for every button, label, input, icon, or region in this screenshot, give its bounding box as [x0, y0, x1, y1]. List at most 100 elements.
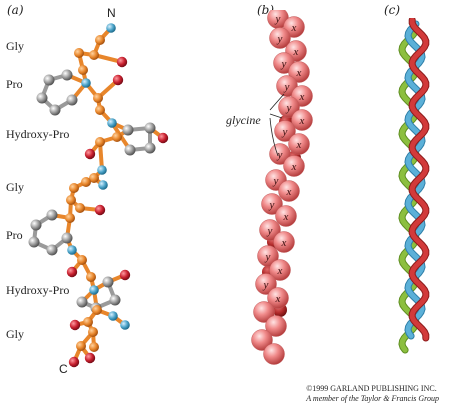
residue-label-7: Gly	[6, 327, 24, 341]
residue-sphere-17	[275, 205, 297, 227]
atom-R-35	[28, 236, 40, 248]
atom-N-38	[67, 245, 77, 255]
atom-R-36	[46, 244, 58, 256]
sphere-letter-10: y	[282, 126, 288, 138]
sphere-letter-15: x	[286, 186, 292, 198]
sphere-letter-3: x	[293, 46, 299, 58]
residue-sphere-20	[257, 245, 279, 267]
sphere-letter-11: x	[296, 139, 302, 151]
sphere-letter-9: x	[299, 115, 305, 127]
atom-O-18	[157, 132, 169, 144]
residue-sphere-18	[259, 219, 281, 241]
atom-C-14	[95, 105, 105, 115]
residue-sphere-2	[269, 27, 291, 49]
atom-O-50	[69, 319, 81, 331]
sphere-letter-19: x	[281, 237, 287, 249]
residue-sphere-5	[288, 61, 310, 83]
sphere-letter-20: y	[265, 251, 271, 263]
atom-R-16	[122, 124, 134, 136]
atom-C-5	[78, 65, 88, 75]
atom-R-43	[102, 276, 114, 288]
atom-C-48	[92, 305, 102, 315]
residue-sphere-10	[274, 120, 296, 142]
copyright-notice: ©1999 GARLAND PUBLISHING INC. A member o…	[306, 384, 439, 404]
residue-sphere-26	[251, 329, 273, 351]
sphere-letter-12: y	[277, 149, 283, 161]
red-strand	[409, 18, 429, 341]
atom-O-55	[84, 352, 96, 364]
residue-sphere-9	[291, 109, 313, 131]
atom-C-22	[95, 137, 105, 147]
atom-C-2	[89, 50, 99, 60]
sphere-letter-7: x	[299, 91, 305, 103]
residue-label-4: Gly	[6, 180, 24, 194]
atom-O-23	[84, 148, 96, 160]
sphere-letter-14: y	[273, 175, 279, 187]
residue-sphere-15	[278, 180, 300, 202]
sphere-letter-1: x	[291, 22, 297, 34]
leader-line-2	[269, 113, 283, 119]
residue-label-1: Gly	[6, 39, 24, 53]
atom-R-17	[144, 122, 156, 134]
atom-C-21	[112, 132, 122, 142]
sphere-letter-21: x	[277, 265, 283, 277]
atom-C-4	[74, 48, 84, 58]
residue-sphere-21	[269, 259, 291, 281]
atom-R-37	[61, 232, 73, 244]
sphere-letter-13: x	[291, 161, 297, 173]
residue-label-3: Hydroxy-Pro	[6, 127, 70, 141]
atom-R-45	[109, 294, 121, 306]
atom-R-8	[43, 74, 55, 86]
residue-label-6: Hydroxy-Pro	[6, 283, 70, 297]
atom-C-27	[69, 183, 79, 193]
residue-sphere-23	[267, 287, 289, 309]
sphere-letter-6: y	[284, 81, 290, 93]
atom-C-30	[75, 203, 85, 213]
sphere-letter-2: y	[277, 33, 283, 45]
residue-label-5: Pro	[6, 228, 23, 242]
atom-R-20	[124, 144, 136, 156]
atom-C-32	[65, 213, 75, 223]
atom-R-33	[46, 209, 58, 221]
glycine-annotation: glycine	[226, 113, 261, 127]
residue-sphere-12	[269, 143, 291, 165]
atom-C-53	[88, 327, 98, 337]
atom-R-47	[76, 296, 88, 308]
atom-O-13	[112, 74, 124, 86]
ball-and-stick-model	[28, 23, 169, 368]
atom-N-52	[120, 320, 130, 330]
atom-R-9	[36, 92, 48, 104]
atom-C-1	[95, 35, 105, 45]
atom-R-11	[66, 94, 78, 106]
sphere-letter-4: y	[281, 58, 287, 70]
triple-helix-model	[398, 18, 430, 354]
atom-C-54	[76, 341, 86, 351]
residue-label-2: Pro	[6, 77, 23, 91]
panel-label-c: (c)	[384, 3, 401, 17]
sphere-letter-8: y	[286, 102, 292, 114]
sphere-letter-0: y	[275, 13, 281, 25]
atom-O-40	[66, 266, 78, 278]
sphere-letter-22: y	[263, 279, 269, 291]
sphere-letter-17: x	[283, 211, 289, 223]
sphere-letter-5: x	[296, 67, 302, 79]
atom-C-12	[93, 93, 103, 103]
residue-sphere-8	[278, 96, 300, 118]
atom-C-39	[77, 255, 87, 265]
residue-sphere-25	[265, 315, 287, 337]
atom-N-28	[98, 180, 108, 190]
atom-R-34	[30, 219, 42, 231]
residue-sphere-27	[263, 343, 285, 365]
atom-N-6	[81, 78, 91, 88]
sphere-letter-23: x	[275, 293, 281, 305]
atom-N-15	[107, 118, 117, 128]
residue-sphere-16	[261, 193, 283, 215]
residue-sphere-13	[283, 155, 305, 177]
atom-R-7	[61, 69, 73, 81]
atom-C-49	[83, 317, 93, 327]
leader-line-1	[269, 93, 285, 111]
atom-C-26	[81, 177, 91, 187]
atom-C-29	[66, 195, 76, 205]
